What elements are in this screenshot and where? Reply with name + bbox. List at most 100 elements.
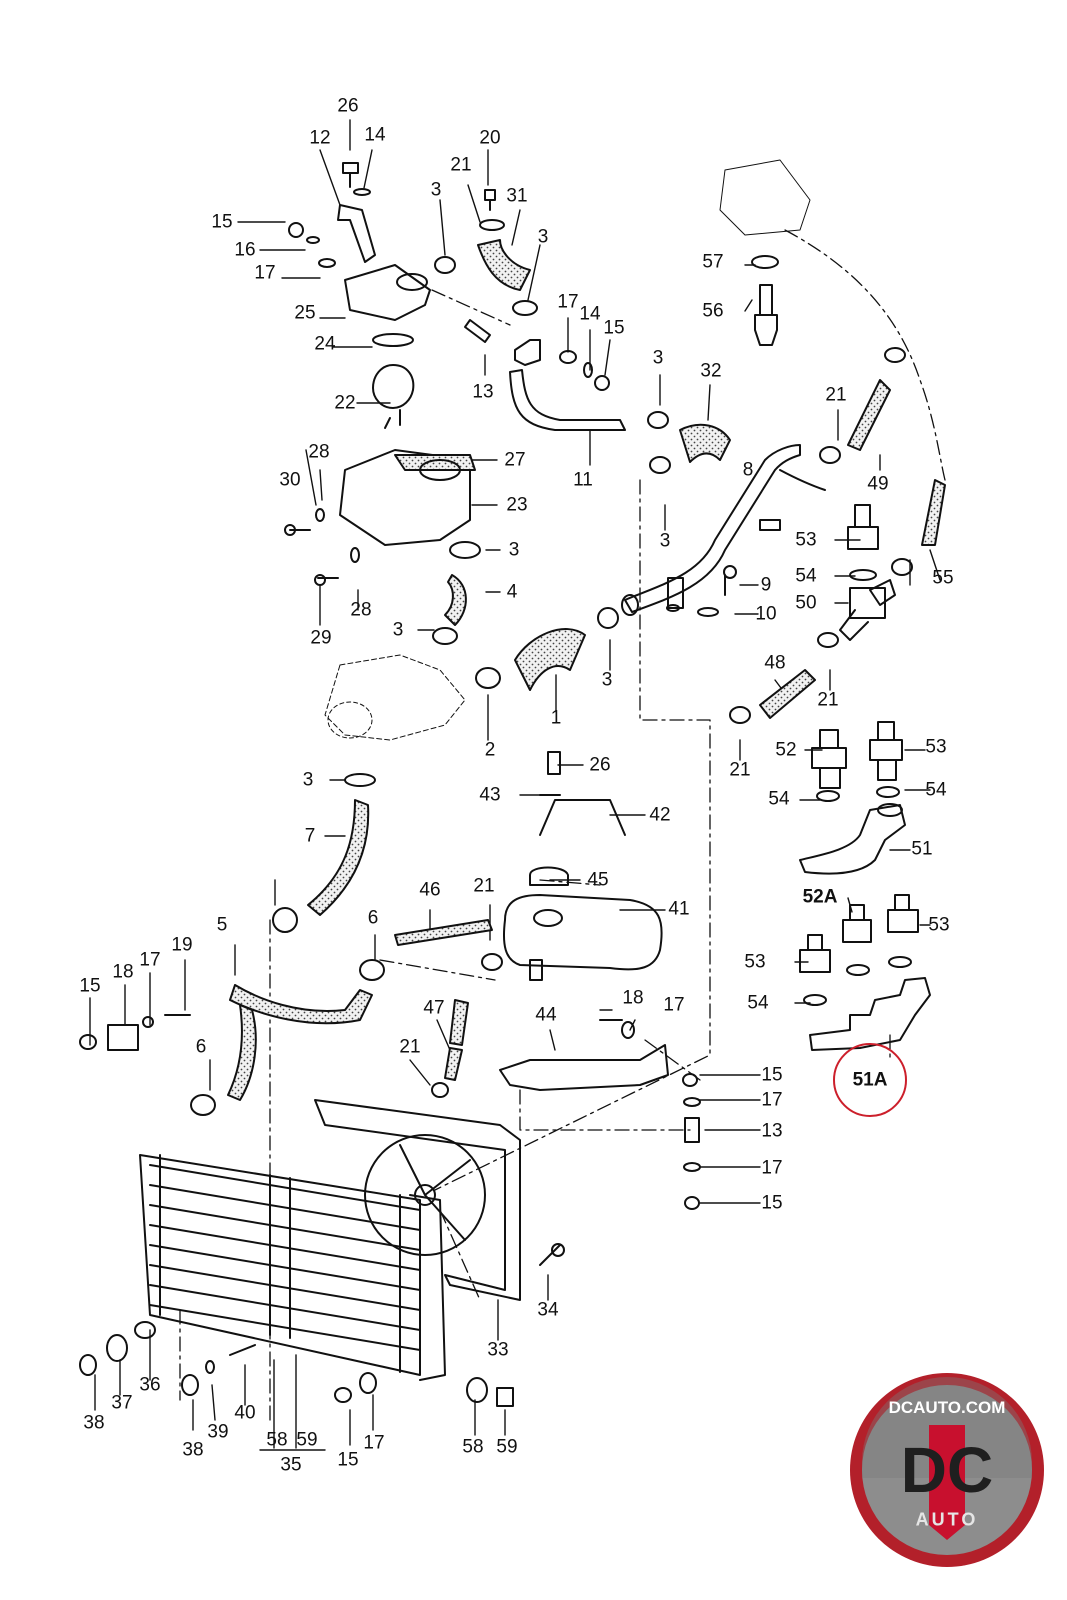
callout-label: 3 [392, 619, 404, 641]
callout-label: 9 [760, 574, 772, 596]
callout-label: 45 [587, 869, 609, 891]
upper-hose-group [434, 189, 731, 474]
callout-label: 17 [761, 1157, 783, 1179]
callout-label: 21 [450, 154, 472, 176]
expansion-tank-group [394, 866, 663, 1098]
bracket-group [499, 751, 701, 1210]
callout-label: 11 [573, 469, 593, 491]
callout-label: 46 [419, 879, 441, 901]
callout-label: 54 [925, 779, 947, 801]
callout-label: 21 [825, 384, 847, 406]
callout-label: 15 [79, 975, 101, 997]
switch-group-top [729, 504, 896, 724]
callout-label: 42 [649, 804, 671, 826]
routing-lines [179, 229, 946, 1421]
callout-label: 53 [795, 529, 817, 551]
callout-label: 39 [207, 1421, 229, 1443]
callout-label: 3 [652, 347, 664, 369]
callout-label: 21 [729, 759, 751, 781]
callout-label: 53 [925, 736, 947, 758]
radiator [79, 1154, 514, 1407]
switch-group-middle [799, 721, 906, 875]
callout-label: 54 [747, 992, 769, 1014]
callout-label: 6 [367, 907, 379, 929]
callout-label: 47 [423, 997, 445, 1019]
callout-label: 28 [308, 441, 330, 463]
dcauto-logo [850, 1373, 1044, 1567]
callout-label: 14 [364, 124, 386, 146]
callout-label: 17 [139, 949, 161, 971]
highlight-label: 51A [852, 1069, 888, 1091]
highlight-circle [833, 1043, 907, 1117]
callout-label: 3 [659, 530, 671, 552]
callout-label: 37 [111, 1392, 133, 1414]
callout-label: 2 [484, 739, 496, 761]
callout-label: 52 [775, 739, 797, 761]
callout-label: 17 [557, 291, 579, 313]
callout-label: 18 [112, 961, 134, 983]
callout-label: 51 [911, 838, 933, 860]
callout-label: 3 [537, 226, 549, 248]
callout-label: 20 [479, 127, 501, 149]
callout-label: 21 [817, 689, 839, 711]
callout-label: 54 [795, 565, 817, 587]
callout-label: 59 [496, 1436, 518, 1458]
callout-label: 23 [506, 494, 528, 516]
water-pump-group [324, 541, 619, 741]
callout-label: 1 [550, 707, 562, 729]
callout-label: 22 [334, 392, 356, 414]
callout-label: 53 [928, 914, 950, 936]
callout-label: 17 [663, 994, 685, 1016]
callout-label: 36 [139, 1374, 161, 1396]
callout-label: 13 [472, 381, 494, 403]
callout-label: 12 [309, 127, 331, 149]
callout-label: 38 [182, 1439, 204, 1461]
callout-label: 24 [314, 333, 336, 355]
callout-label: 31 [506, 185, 528, 207]
logo-url-text: DCAUTO.COM [888, 1398, 1006, 1417]
callout-label: 30 [279, 469, 301, 491]
coolant-pipe [621, 444, 826, 617]
callout-label: 50 [795, 592, 817, 614]
callout-label: 53 [744, 951, 766, 973]
callout-label: 10 [755, 603, 777, 625]
callout-label: 13 [761, 1120, 783, 1142]
callout-label: 3 [508, 539, 520, 561]
callout-label: 25 [294, 302, 316, 324]
callout-label: 21 [473, 875, 495, 897]
callout-label: 59 [296, 1429, 318, 1451]
callout-label: 14 [579, 303, 601, 325]
lower-hose-group [79, 773, 385, 1116]
callout-label: 35 [280, 1454, 302, 1476]
callout-label: 26 [337, 95, 359, 117]
fan-shroud [314, 1099, 565, 1301]
callout-label: 18 [622, 987, 644, 1009]
callout-label: 19 [171, 934, 193, 956]
callout-label: 17 [761, 1089, 783, 1111]
callout-label: 15 [603, 317, 625, 339]
logo-sub-text: AUTO [915, 1509, 979, 1530]
callout-label: 56 [702, 300, 724, 322]
callout-label: 17 [254, 262, 276, 284]
callout-label: 34 [537, 1299, 559, 1321]
callout-label: 49 [867, 473, 889, 495]
callout-label: 28 [350, 599, 372, 621]
callout-label: 27 [504, 449, 526, 471]
callout-label: 15 [337, 1449, 359, 1471]
callout-label: 52A [802, 886, 838, 908]
callout-label: 58 [266, 1429, 288, 1451]
callout-label: 3 [302, 769, 314, 791]
callout-label: 41 [668, 898, 690, 920]
callout-label: 58 [462, 1436, 484, 1458]
callout-label: 15 [761, 1192, 783, 1214]
callout-label: 16 [234, 239, 256, 261]
callout-label: 38 [83, 1412, 105, 1434]
callout-label: 8 [742, 459, 754, 481]
leader-lines [89, 119, 941, 1451]
callout-label: 57 [702, 251, 724, 273]
callout-label: 17 [363, 1432, 385, 1454]
callout-label: 29 [310, 627, 332, 649]
callout-label: 33 [487, 1339, 509, 1361]
thermostat-housing-group [284, 162, 476, 586]
